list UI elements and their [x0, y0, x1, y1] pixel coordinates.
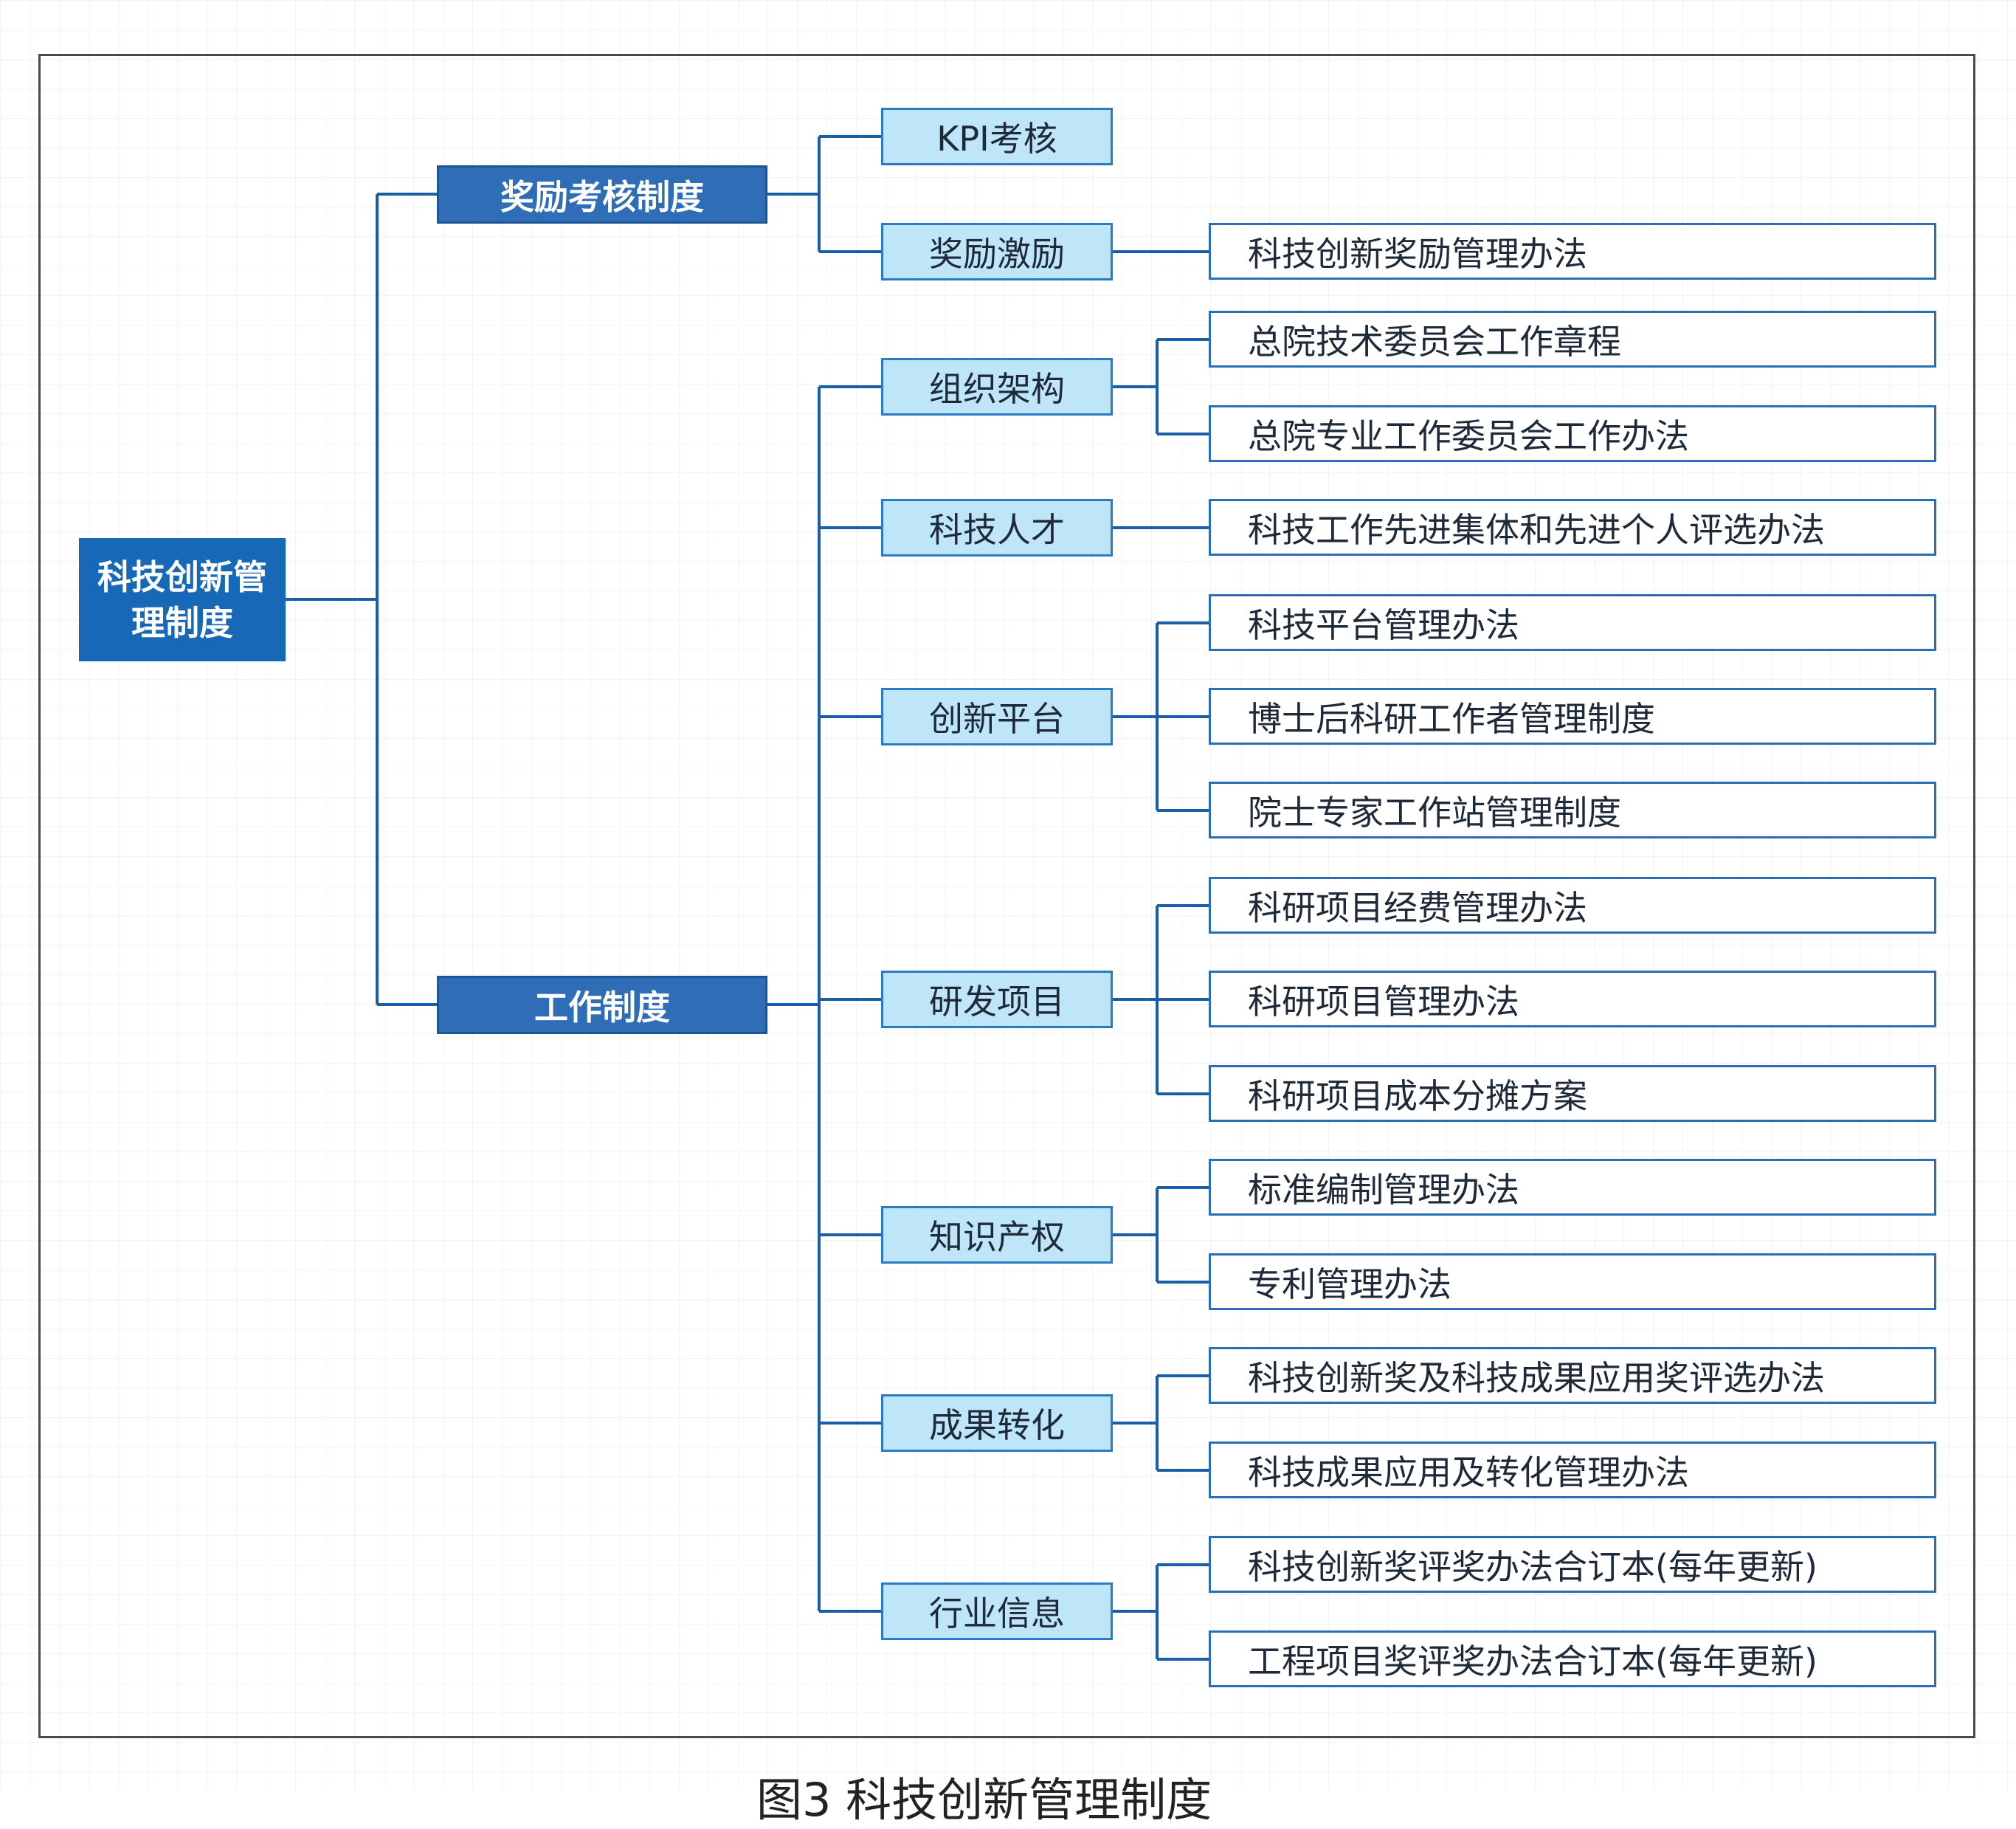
- item-industry-info: 行业信息: [881, 1582, 1113, 1640]
- root-node: 科技创新管理制度: [79, 538, 286, 661]
- category-label: 奖励考核制度: [500, 176, 704, 217]
- diagram-frame: [38, 54, 1975, 1738]
- doc-node: 科技工作先进集体和先进个人评选办法: [1209, 499, 1936, 556]
- doc-node: 科技创新奖及科技成果应用奖评选办法: [1209, 1347, 1936, 1404]
- doc-label: 博士后科研工作者管理制度: [1248, 698, 1655, 739]
- connector-lines: [286, 135, 1209, 1661]
- item-talent: 科技人才: [881, 499, 1113, 557]
- doc-label: 总院技术委员会工作章程: [1248, 321, 1621, 362]
- doc-label: 总院专业工作委员会工作办法: [1248, 416, 1689, 456]
- doc-node: 科研项目管理办法: [1209, 971, 1936, 1027]
- item-platform: 创新平台: [881, 688, 1113, 745]
- doc-node: 标准编制管理办法: [1209, 1159, 1936, 1216]
- doc-node: 科研项目成本分摊方案: [1209, 1065, 1936, 1122]
- doc-label: 院士专家工作站管理制度: [1248, 792, 1621, 833]
- figure-caption: 图3 科技创新管理制度: [756, 1773, 1212, 1827]
- category-label: 工作制度: [534, 987, 670, 1027]
- category-work-system: 工作制度: [437, 976, 767, 1034]
- doc-label: 科技工作先进集体和先进个人评选办法: [1248, 509, 1825, 550]
- doc-node: 科技创新奖励管理办法: [1209, 223, 1936, 280]
- item-label: 创新平台: [929, 699, 1065, 739]
- item-label: 组织架构: [929, 369, 1065, 409]
- root-label: 科技创新管理制度: [97, 557, 267, 643]
- item-transfer: 成果转化: [881, 1394, 1113, 1452]
- item-kpi: KPI考核: [881, 108, 1113, 165]
- item-label: 奖励激励: [929, 234, 1065, 274]
- doc-node: 科技创新奖评奖办法合订本(每年更新): [1209, 1536, 1936, 1593]
- doc-node: 科研项目经费管理办法: [1209, 877, 1936, 934]
- doc-node: 科技平台管理办法: [1209, 594, 1936, 651]
- category-reward-assessment: 奖励考核制度: [437, 165, 767, 224]
- doc-node: 科技成果应用及转化管理办法: [1209, 1442, 1936, 1498]
- doc-label: 科研项目成本分摊方案: [1248, 1075, 1587, 1116]
- item-label: 行业信息: [929, 1594, 1065, 1633]
- doc-label: 科技平台管理办法: [1248, 604, 1519, 645]
- doc-node: 总院专业工作委员会工作办法: [1209, 405, 1936, 462]
- doc-label: 科技创新奖及科技成果应用奖评选办法: [1248, 1357, 1825, 1398]
- doc-label: 科技创新奖评奖办法合订本(每年更新): [1248, 1546, 1817, 1587]
- item-rd-project: 研发项目: [881, 971, 1113, 1028]
- doc-label: 科技成果应用及转化管理办法: [1248, 1452, 1689, 1492]
- item-label: 知识产权: [929, 1217, 1065, 1257]
- item-label: 研发项目: [929, 982, 1065, 1022]
- item-ip: 知识产权: [881, 1206, 1113, 1264]
- doc-node: 博士后科研工作者管理制度: [1209, 688, 1936, 745]
- doc-node: 院士专家工作站管理制度: [1209, 782, 1936, 838]
- doc-label: 标准编制管理办法: [1248, 1169, 1519, 1210]
- doc-label: 科研项目管理办法: [1248, 981, 1519, 1022]
- doc-label: 工程项目奖评奖办法合订本(每年更新): [1248, 1641, 1817, 1681]
- item-label: 科技人才: [929, 510, 1065, 550]
- item-label: KPI考核: [936, 119, 1057, 159]
- doc-label: 科研项目经费管理办法: [1248, 887, 1587, 928]
- doc-node: 专利管理办法: [1209, 1253, 1936, 1310]
- item-organization: 组织架构: [881, 358, 1113, 416]
- doc-node: 工程项目奖评奖办法合订本(每年更新): [1209, 1630, 1936, 1687]
- item-incentive: 奖励激励: [881, 223, 1113, 280]
- item-label: 成果转化: [929, 1405, 1065, 1445]
- doc-node: 总院技术委员会工作章程: [1209, 311, 1936, 368]
- doc-label: 科技创新奖励管理办法: [1248, 233, 1587, 274]
- doc-label: 专利管理办法: [1248, 1264, 1451, 1304]
